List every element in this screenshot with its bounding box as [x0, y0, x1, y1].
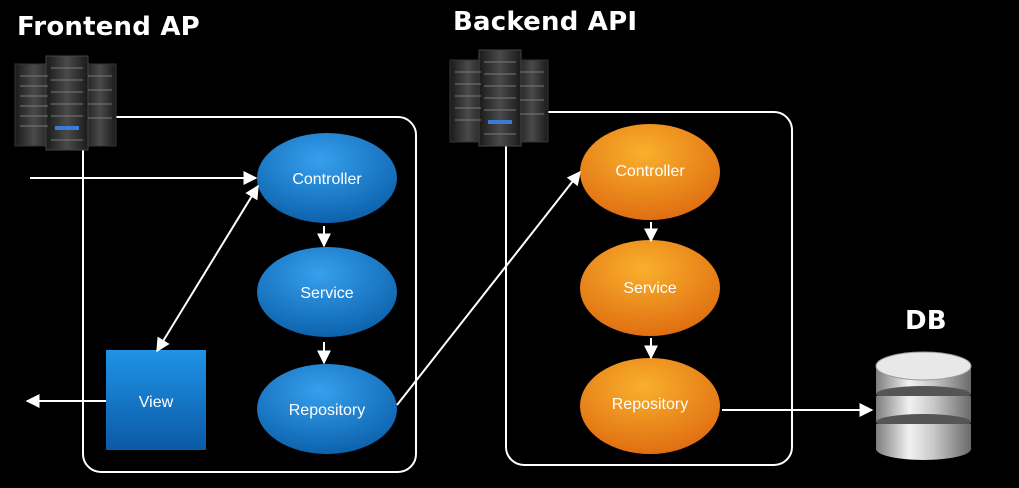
server-rack-icon [449, 49, 549, 147]
frontend-controller-node [257, 133, 397, 223]
frontend-container [82, 116, 417, 473]
frontend-title: Frontend AP [17, 12, 200, 42]
backend-controller-node [580, 124, 720, 220]
edge-frontend-repository-to-backend-controller [396, 170, 581, 406]
frontend-controller-label: Controller [292, 171, 362, 188]
backend-controller-label: Controller [615, 163, 685, 180]
frontend-repository-label: Repository [289, 402, 365, 419]
backend-container [505, 111, 793, 466]
frontend-service-node [257, 247, 397, 337]
edge-controller-view [156, 184, 259, 353]
server-rack-icon [14, 55, 117, 151]
backend-title: Backend API [453, 7, 638, 37]
db-title: DB [905, 306, 947, 336]
backend-service-label: Service [623, 280, 676, 297]
backend-service-node [580, 240, 720, 336]
frontend-view-node [106, 350, 206, 450]
frontend-view-label: View [139, 394, 174, 411]
frontend-repository-node [257, 364, 397, 454]
backend-repository-label: Repository [612, 396, 688, 413]
frontend-service-label: Service [300, 285, 353, 302]
backend-repository-node [580, 358, 720, 454]
database-icon [875, 351, 972, 460]
